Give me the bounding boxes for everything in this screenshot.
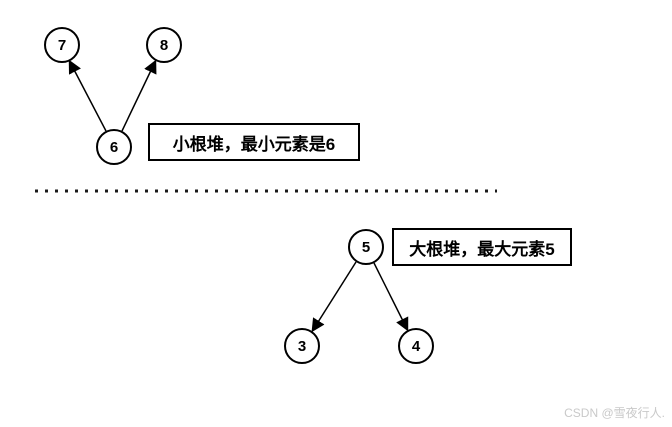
max-heap-node-left: 3 <box>284 328 320 364</box>
max-heap-label-box: 大根堆，最大元素5 <box>392 228 572 266</box>
min-heap-label-text: 小根堆，最小元素是6 <box>172 134 336 154</box>
min-heap-node-left: 7 <box>44 27 80 63</box>
edge-arrow-6-to-7 <box>68 59 107 132</box>
node-value: 8 <box>159 36 169 54</box>
node-value: 3 <box>297 337 307 355</box>
node-value: 6 <box>109 138 119 156</box>
min-heap-label-box: 小根堆，最小元素是6 <box>148 123 360 161</box>
max-heap-label-text: 大根堆，最大元素5 <box>409 239 555 259</box>
min-heap-node-right: 8 <box>146 27 182 63</box>
node-value: 5 <box>361 238 371 256</box>
max-heap-node-root: 5 <box>348 229 384 265</box>
edge-arrow-5-to-3 <box>311 261 357 333</box>
watermark: CSDN @雪夜行人. <box>564 406 665 420</box>
edge-arrow-5-to-4 <box>373 262 409 332</box>
edge-arrow-6-to-8 <box>121 59 157 132</box>
max-heap-node-right: 4 <box>398 328 434 364</box>
node-value: 7 <box>57 36 67 54</box>
min-heap-node-root: 6 <box>96 129 132 165</box>
node-value: 4 <box>411 337 421 355</box>
